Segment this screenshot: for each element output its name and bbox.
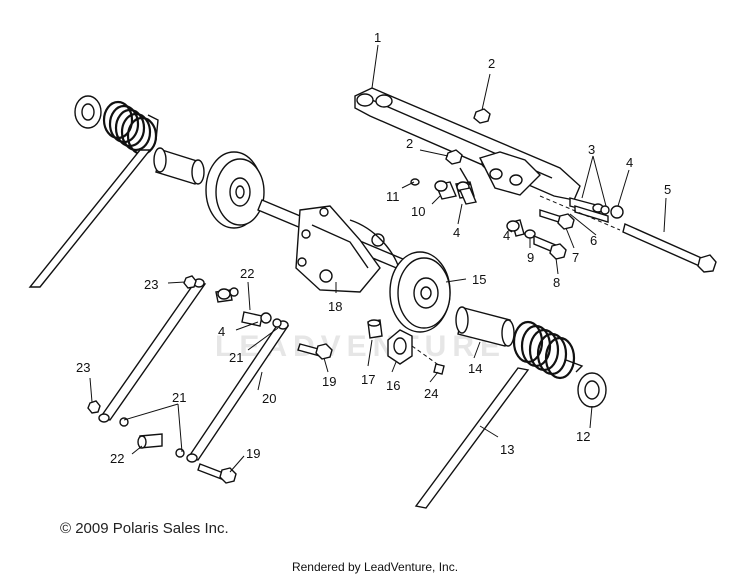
callout-22: 22 (110, 451, 124, 466)
callout-17: 17 (361, 372, 375, 387)
callout-23: 23 (144, 277, 158, 292)
callout-2: 2 (406, 136, 413, 151)
long-bolt (539, 195, 717, 273)
callout-4: 4 (503, 228, 510, 243)
callout-22: 22 (240, 266, 254, 281)
arm-hardware (445, 108, 624, 260)
left-spring (28, 95, 159, 288)
render-credit: Rendered by LeadVenture, Inc. (291, 560, 459, 574)
callout-20: 20 (262, 391, 276, 406)
callout-15: 15 (472, 272, 486, 287)
callout-23: 23 (76, 360, 90, 375)
callout-2: 2 (488, 56, 495, 71)
callout-19: 19 (246, 446, 260, 461)
callout-21: 21 (172, 390, 186, 405)
left-spacer (153, 147, 205, 185)
copyright-notice: © 2009 Polaris Sales Inc. (60, 520, 229, 537)
bushings (410, 167, 477, 205)
callout-4: 4 (218, 324, 225, 339)
callout-24: 24 (424, 386, 438, 401)
right-spacer (455, 306, 515, 347)
left-idler-wheel (205, 151, 265, 229)
callout-21: 21 (229, 350, 243, 365)
callout-4: 4 (626, 155, 633, 170)
right-idler-wheel (389, 251, 451, 333)
callout-19: 19 (322, 374, 336, 389)
callout-6: 6 (590, 233, 597, 248)
callout-8: 8 (553, 275, 560, 290)
callout-9: 9 (527, 250, 534, 265)
callout-4: 4 (453, 225, 460, 240)
callout-1: 1 (374, 30, 381, 45)
cam-parts (367, 319, 445, 375)
callout-7: 7 (572, 250, 579, 265)
callout-3: 3 (588, 142, 595, 157)
callout-11: 11 (386, 189, 400, 204)
center-bracket (257, 199, 411, 293)
callout-16: 16 (386, 378, 400, 393)
callout-18: 18 (328, 299, 342, 314)
callout-14: 14 (468, 361, 482, 376)
callout-10: 10 (411, 204, 425, 219)
callouts: 1 2 2 3 4 5 6 7 8 9 4 11 10 4 15 18 22 2… (76, 30, 671, 466)
callout-13: 13 (500, 442, 514, 457)
callout-5: 5 (664, 182, 671, 197)
leader-lines (89, 44, 667, 473)
callout-12: 12 (576, 429, 590, 444)
lower-links (87, 275, 333, 484)
right-spring (414, 320, 607, 509)
